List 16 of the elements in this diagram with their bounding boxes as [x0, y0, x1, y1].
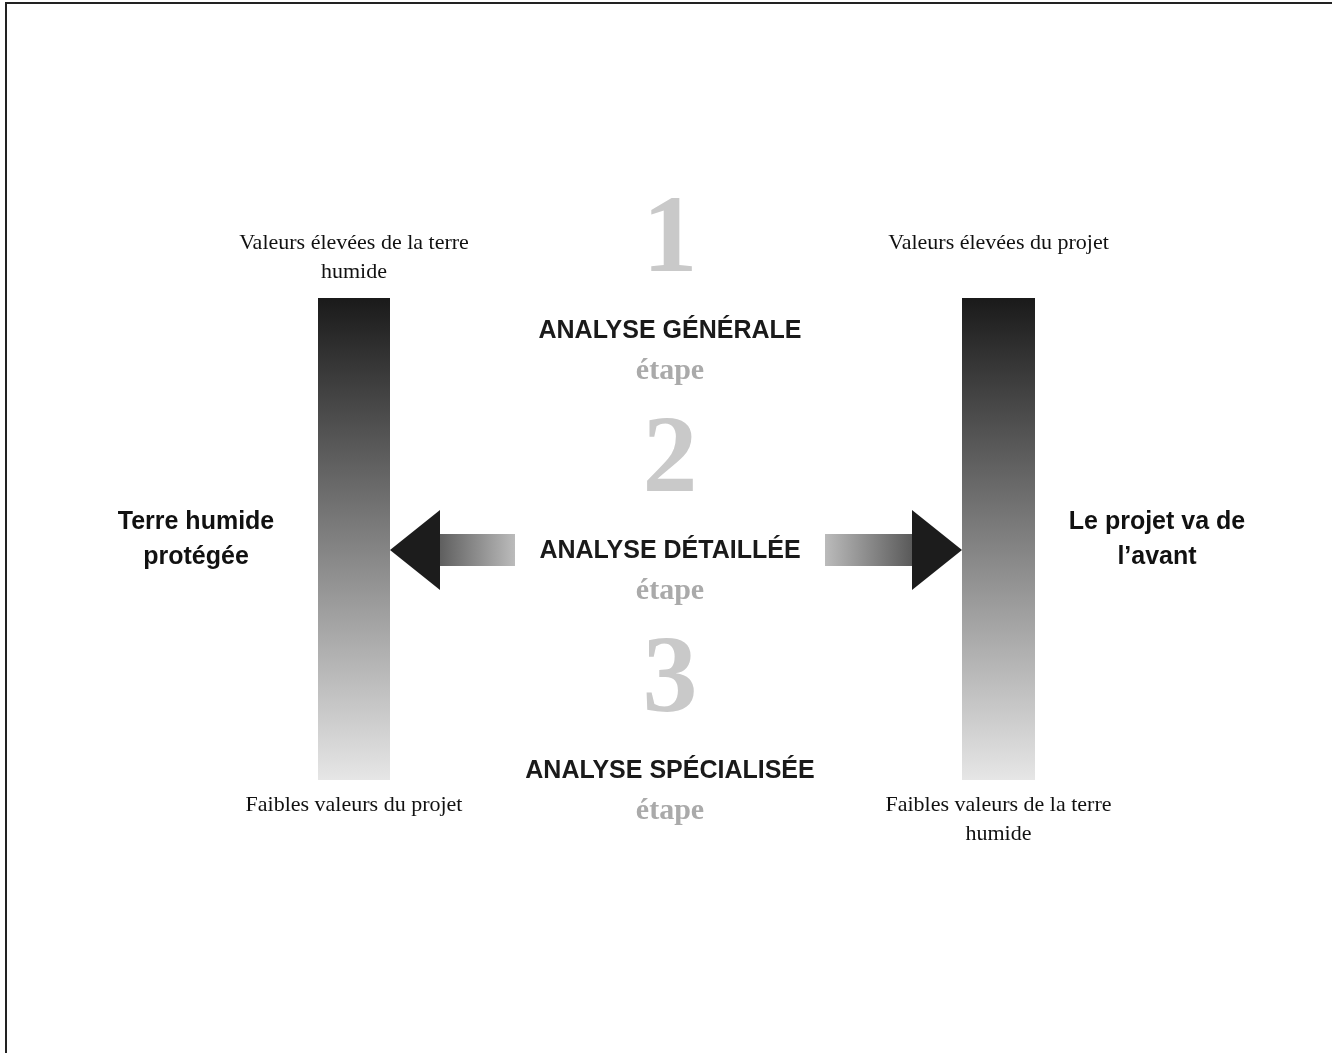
outcome-label: Le projet va de l’avant: [1067, 505, 1247, 571]
scale-end-label: Valeurs élevées du projet: [887, 228, 1110, 256]
step-label: étape: [634, 352, 706, 386]
step-label: étape: [634, 792, 706, 826]
outcome-label: Terre humide protégée: [116, 505, 276, 571]
step-title: ANALYSE GÉNÉRALE: [537, 315, 803, 344]
block-arrow: [825, 510, 962, 590]
scale-end-label: Valeurs élevées de la terre humide: [238, 228, 470, 285]
gradient-bar: [962, 298, 1035, 780]
step-label: étape: [634, 572, 706, 606]
scale-end-label: Faibles valeurs du projet: [244, 790, 464, 818]
block-arrow: [390, 510, 515, 590]
step-title: ANALYSE SPÉCIALISÉE: [524, 755, 816, 784]
scale-end-label: Faibles valeurs de la terre humide: [884, 790, 1113, 847]
step-title: ANALYSE DÉTAILLÉE: [538, 535, 802, 564]
gradient-bar: [318, 298, 390, 780]
